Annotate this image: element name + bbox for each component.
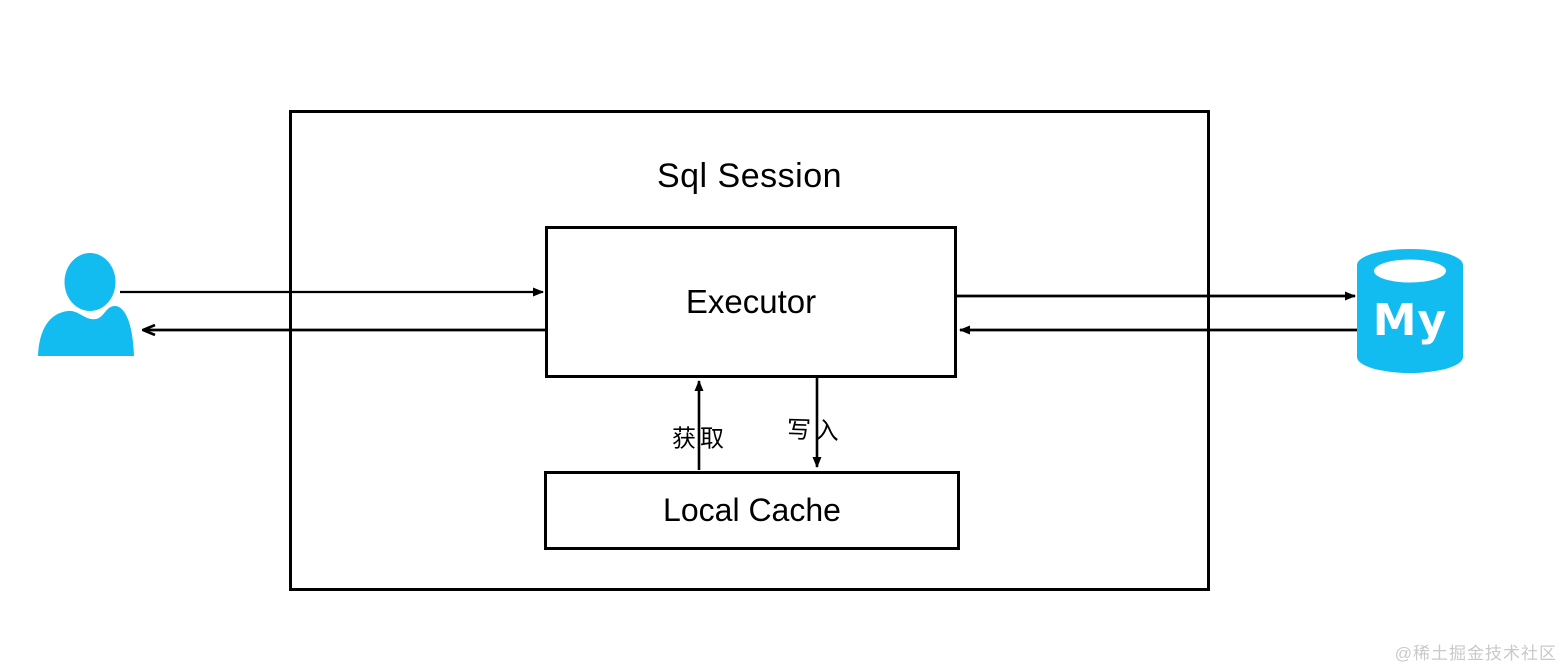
mysql-database-icon: My [1357,249,1463,373]
local-cache-box: Local Cache [544,471,960,550]
sql-session-box: Sql Session [289,110,1210,591]
executor-box: Executor [545,226,957,378]
fetch-arrow-label: 获取 [672,425,728,453]
watermark: @稀土掘金技术社区 [1394,644,1557,663]
user-icon [38,253,134,356]
cylinder-opening [1374,259,1446,283]
executor-label: Executor [685,283,817,320]
mysql-label: My [1373,295,1447,346]
sql-session-title: Sql Session [656,157,843,195]
local-cache-label: Local Cache [663,492,841,528]
write-arrow-label: 写入 [786,416,844,446]
